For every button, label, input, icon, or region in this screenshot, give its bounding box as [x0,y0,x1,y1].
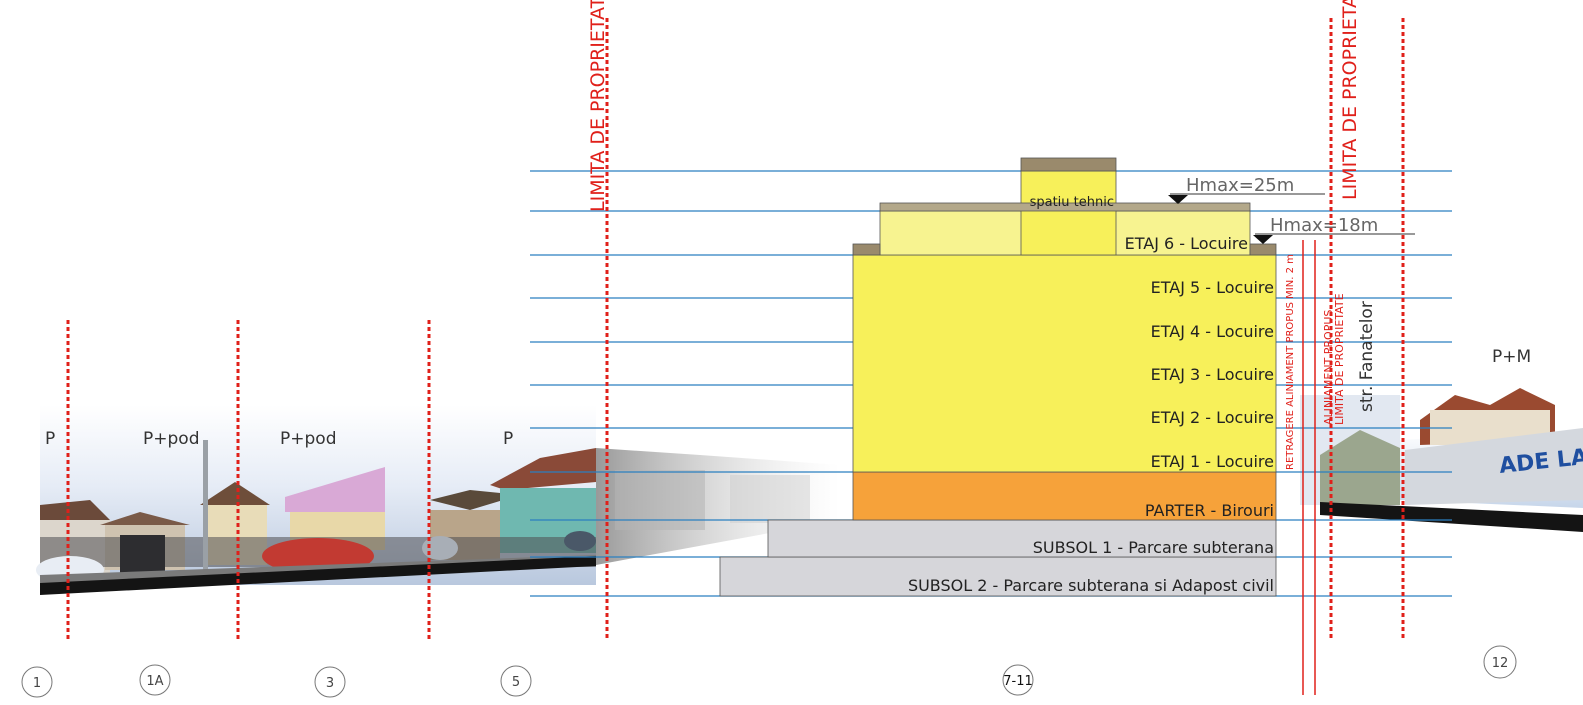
street-label: str. Fanatelor [1357,301,1377,412]
floor-label-subsol2: SUBSOL 2 - Parcare subterana si Adapost … [908,576,1274,595]
house-label: P+pod [280,429,336,449]
left-street-scene [36,405,596,595]
etaj-1-5-block [852,254,1277,473]
lot-number: 3 [326,676,334,691]
roof-slab [852,243,881,256]
floor-label-spatiu-tehnic: spatiu tehnic [1030,195,1114,210]
floor-labels: spatiu tehnic ETAJ 6 - Locuire ETAJ 5 - … [908,195,1274,595]
level-triangle-icon [1253,235,1273,244]
hmax18-label: Hmax=18m [1270,215,1378,236]
level-triangle-icon [1168,195,1188,204]
vertical-labels: LIMITA DE PROPRIETATE LIMITA DE PROPRIET… [587,0,1377,470]
floor-label-parter: PARTER - Birouri [1145,501,1274,520]
retragere-label: RETRAGERE ALINIAMENT PROPUS MIN. 2 m [1285,254,1296,470]
lot-number: 7-11 [1003,674,1033,689]
building-section [719,157,1277,597]
aliniament-label: ALINIAMENT PROPUS [1322,310,1335,425]
house-label: P [503,429,513,449]
lot-number: 1A [146,674,163,689]
subsol-2-block [719,556,1277,597]
right-street-scene: ADE LAST [1300,388,1583,532]
roof-slab [1020,157,1117,172]
height-markers: Hmax=25m Hmax=18m [1168,175,1415,244]
floor-label-etaj5: ETAJ 5 - Locuire [1151,278,1274,297]
limita-small-label: LIMITA DE PROPRIETATE [1333,293,1346,425]
floor-label-etaj4: ETAJ 4 - Locuire [1151,322,1274,341]
spatiu-tehnic-block [1020,170,1117,256]
floor-label-etaj2: ETAJ 2 - Locuire [1151,408,1274,427]
house-label: P+M [1492,347,1531,367]
lot-number: 12 [1492,656,1509,671]
lot-number: 5 [512,675,520,690]
roof-slab [1249,243,1277,256]
floor-label-etaj6: ETAJ 6 - Locuire [1125,234,1248,253]
floor-label-subsol1: SUBSOL 1 - Parcare subterana [1033,538,1274,557]
roof-slab [879,202,1251,212]
hmax25-label: Hmax=25m [1186,175,1294,196]
aliniament-lines [1302,240,1316,695]
limit-label-right: LIMITA DE PROPRIETATE [1339,0,1361,200]
house-labels: P P+pod P+pod P P+M [45,347,1531,449]
floor-label-etaj3: ETAJ 3 - Locuire [1151,365,1274,384]
lot-numbers: 1 1A 3 5 7-11 12 [21,645,1517,698]
parter-block [852,471,1277,521]
limit-lines [66,18,1405,640]
subsol-1-block [767,519,1277,558]
limit-label-left: LIMITA DE PROPRIETATE [587,0,609,212]
lot-number: 1 [33,676,41,691]
house-label: P+pod [143,429,199,449]
house-label: P [45,429,55,449]
floor-label-etaj1: ETAJ 1 - Locuire [1151,452,1274,471]
